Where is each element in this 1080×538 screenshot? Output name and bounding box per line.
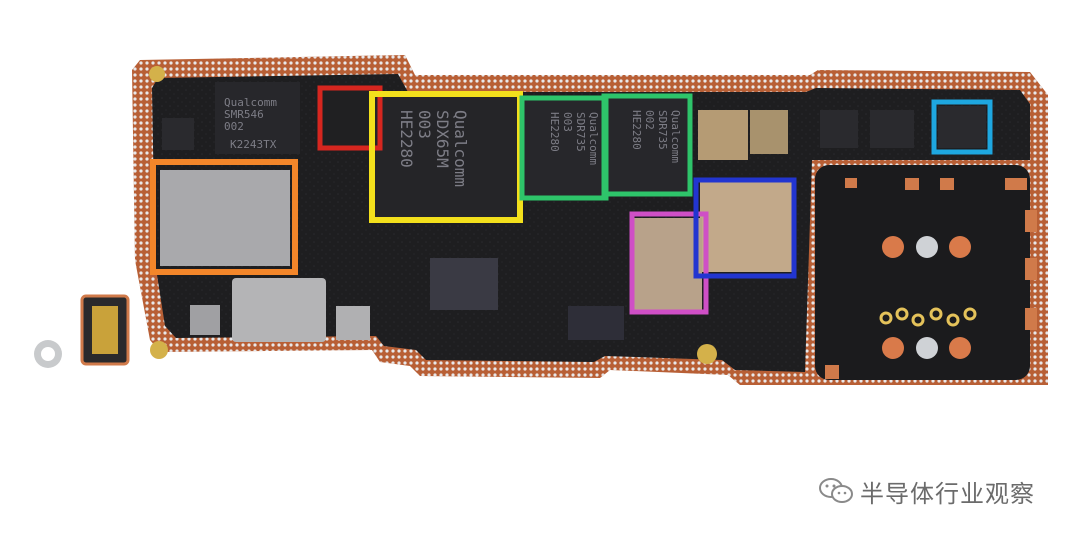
small-ic: [870, 110, 914, 148]
stained-shield: [700, 182, 792, 272]
chip-sdr735-a-line4: HE2280: [548, 112, 561, 152]
highlight-box-green-b: [601, 93, 693, 197]
chip-sdx65m-line2: SDX65M: [433, 110, 452, 168]
chip-sdx65m-line3: 003: [415, 110, 434, 139]
small-ic: [938, 106, 986, 148]
chip-smr546-line1: Qualcomm: [224, 96, 277, 109]
copper-pad: [1025, 258, 1037, 280]
copper-via: [882, 236, 904, 258]
chip-smr546: [215, 82, 300, 154]
small-ic: [162, 118, 194, 150]
chip-sdr735-b-line1: Qualcomm: [669, 110, 682, 163]
copper-via: [949, 236, 971, 258]
gold-ring-row: [879, 307, 977, 327]
chip-sdx65m: [374, 96, 520, 218]
watermark: 半导体行业观察: [818, 476, 1035, 508]
chip-sdr735-a-line1: Qualcomm: [587, 112, 600, 165]
copper-via: [916, 337, 938, 359]
chip-sdr735-a: [524, 100, 604, 196]
chip-sdr735-b-line2: SDR735: [656, 110, 669, 150]
copper-via: [882, 337, 904, 359]
chip-sdr735-a-line2: SDR735: [574, 112, 587, 152]
wechat-logo-icon: [819, 478, 853, 503]
small-shield: [190, 305, 220, 335]
red-box-chip: [322, 90, 378, 146]
mount-hole: [149, 66, 165, 82]
chip-sdx65m-line1: Qualcomm: [451, 110, 470, 187]
stained-shield: [698, 110, 748, 160]
chip-smr546-line2: SMR546: [224, 108, 264, 121]
highlight-box-orange: [150, 159, 298, 275]
highlight-box-red: [317, 85, 383, 151]
highlight-box-cyan: [931, 99, 993, 155]
chip-sdr735-b-line3: 002: [643, 110, 656, 130]
bga-chip: [430, 258, 498, 310]
chip-smr546-line4: K2243TX: [230, 138, 277, 151]
rf-shield: [232, 278, 326, 342]
stained-shield: [634, 218, 702, 310]
chip-smr546-line3: 002: [224, 120, 244, 133]
small-shield: [336, 306, 370, 340]
flex-connector-pins: [92, 306, 118, 354]
watermark-text: 半导体行业观察: [860, 479, 1035, 508]
copper-pad: [1005, 178, 1027, 190]
bga-chip: [568, 306, 624, 340]
copper-pad: [1025, 210, 1037, 232]
copper-via: [949, 337, 971, 359]
rf-shield: [160, 170, 290, 266]
chip-sdx65m-line4: HE2280: [397, 110, 416, 168]
highlight-box-magenta: [629, 211, 709, 315]
small-ic: [820, 110, 858, 148]
chip-sdr735-b: [606, 98, 688, 192]
highlight-box-blue: [693, 177, 797, 279]
copper-pad: [845, 178, 857, 188]
screw-hole: [41, 347, 55, 361]
chip-sdr735-b-line4: HE2280: [630, 110, 643, 150]
copper-via: [916, 236, 938, 258]
stained-shield: [750, 110, 788, 154]
chip-sdr735-a-line3: 003: [561, 112, 574, 132]
connector-pad-area: [815, 165, 1030, 380]
copper-pad: [1025, 308, 1037, 330]
mount-hole: [697, 344, 717, 364]
copper-pad: [825, 365, 839, 379]
mount-hole: [150, 341, 168, 359]
copper-pad: [905, 178, 919, 190]
copper-pad: [940, 178, 954, 190]
